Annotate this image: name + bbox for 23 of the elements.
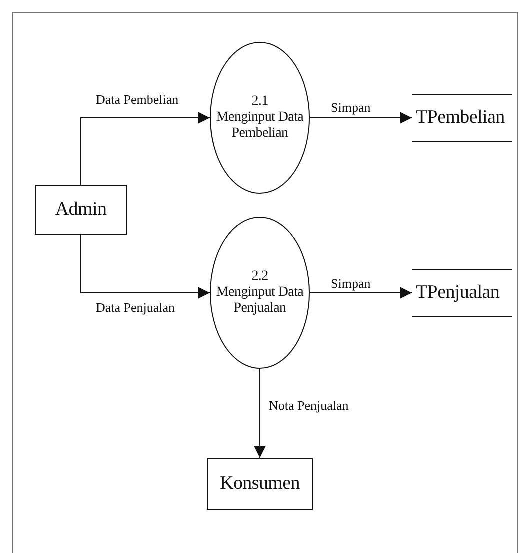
node-label: Menginput Data Penjualan [215, 284, 305, 318]
edge-label: Data Penjualan [95, 300, 176, 316]
arrow [254, 368, 266, 458]
node-label: Admin [55, 199, 107, 221]
node-label: TPembelian [416, 107, 505, 129]
arrow [80, 112, 210, 186]
process-number: 2.1 [252, 94, 268, 110]
arrow [310, 112, 412, 124]
edge-label: Nota Penjualan [268, 398, 350, 414]
data-store [412, 269, 512, 317]
node-label: TPenjualan [416, 282, 500, 304]
edge-label: Simpan [330, 276, 372, 292]
process-number: 2.2 [252, 268, 268, 285]
edge-label: Simpan [330, 100, 372, 116]
node-label: Konsumen [220, 473, 300, 495]
arrow [80, 234, 210, 299]
arrow [310, 287, 412, 299]
entity-box [35, 185, 127, 235]
data-store [412, 94, 512, 142]
entity-box [207, 458, 313, 510]
node-label: Menginput Data Pembelian [215, 110, 305, 142]
process-circle [210, 42, 310, 194]
process-circle [210, 217, 310, 369]
